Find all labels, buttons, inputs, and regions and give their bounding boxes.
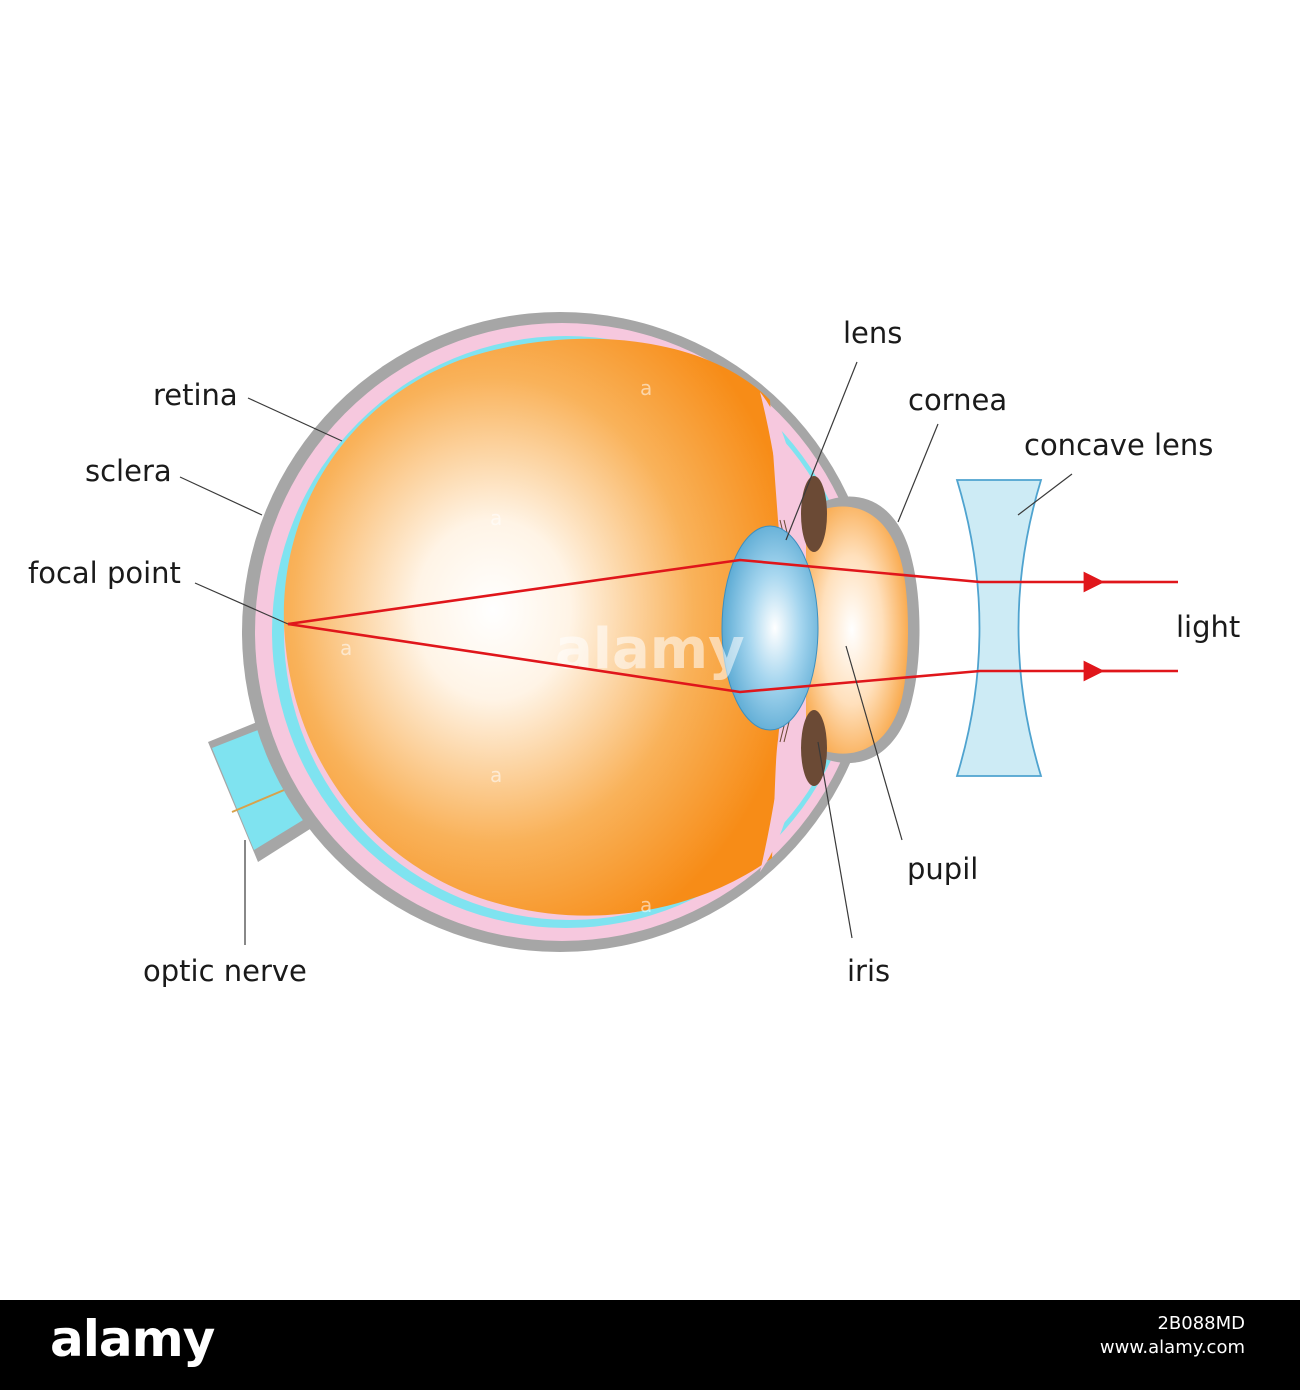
vitreous-body: [283, 338, 782, 916]
watermark-a-4: a: [490, 763, 502, 787]
label-light: light: [1176, 610, 1240, 644]
label-iris: iris: [847, 954, 890, 988]
concave-lens-shape: [955, 479, 1043, 777]
concave-lens-leader: [1017, 473, 1073, 516]
iris-leader: [817, 741, 853, 939]
focal-point-leader: [194, 582, 289, 625]
label-focal-point: focal point: [28, 556, 181, 590]
label-retina: retina: [153, 378, 238, 412]
watermark-alamy: alamy: [555, 617, 745, 682]
watermark-a-5: a: [640, 893, 652, 917]
footer-image-info: 2B088MD www.alamy.com: [1100, 1312, 1245, 1360]
label-sclera: sclera: [85, 454, 172, 488]
label-lens: lens: [843, 316, 902, 350]
crystalline-lens: [721, 525, 819, 731]
watermark-a-2: a: [490, 506, 502, 530]
footer-image-id: 2B088MD: [1157, 1313, 1245, 1334]
iris-upper: [801, 476, 827, 552]
footer-bar: alamy 2B088MD www.alamy.com: [0, 1300, 1300, 1390]
label-cornea: cornea: [908, 383, 1007, 417]
retina-leader: [247, 397, 343, 442]
label-pupil: pupil: [907, 852, 978, 886]
alamy-logo: alamy: [50, 1310, 215, 1368]
ciliary-body-lower: [760, 732, 800, 872]
label-optic-nerve: optic nerve: [143, 954, 307, 988]
pupil-leader: [845, 645, 903, 841]
watermark-a-1: a: [640, 376, 652, 400]
label-concave-lens: concave lens: [1024, 428, 1213, 462]
eye-diagram: a a a a a alamy retina sclera focal poin…: [28, 312, 1240, 988]
lens-leader: [785, 361, 858, 541]
footer-url: www.alamy.com: [1099, 1337, 1245, 1358]
light-ray-upper: [287, 558, 1178, 626]
watermark-a-3: a: [340, 636, 352, 660]
light-ray-lower: [287, 622, 1178, 694]
cornea-leader: [897, 423, 939, 523]
iris-lower: [801, 710, 827, 786]
sclera-leader: [179, 476, 263, 516]
ciliary-body-upper: [760, 392, 800, 528]
